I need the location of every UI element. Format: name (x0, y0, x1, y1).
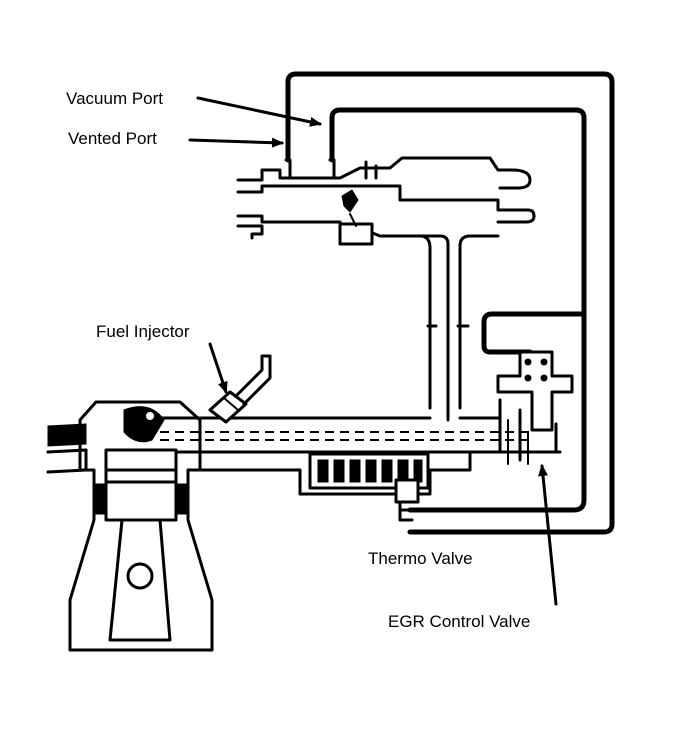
throttle-body (236, 156, 536, 422)
vacuum-hose-inner (329, 107, 587, 513)
egr-control-valve (496, 350, 574, 465)
vacuum-hose-outer (285, 71, 615, 535)
fuel-injector (208, 354, 272, 424)
vented-port-arrow (188, 137, 284, 148)
fuel-injector-arrow (208, 342, 228, 394)
engine-block (46, 400, 214, 652)
thermo-valve (394, 478, 420, 522)
egr-control-valve-arrow (538, 464, 558, 606)
vented-port-label: Vented Port (68, 129, 157, 148)
vacuum-port-label: Vacuum Port (66, 89, 163, 108)
leader-arrows (188, 96, 558, 606)
fuel-injector-label: Fuel Injector (96, 322, 190, 341)
egr-valve-hose (481, 311, 587, 355)
egr-control-valve-label: EGR Control Valve (388, 612, 530, 631)
vacuum-port-arrow (196, 96, 322, 127)
thermo-valve-label: Thermo Valve (368, 549, 473, 568)
